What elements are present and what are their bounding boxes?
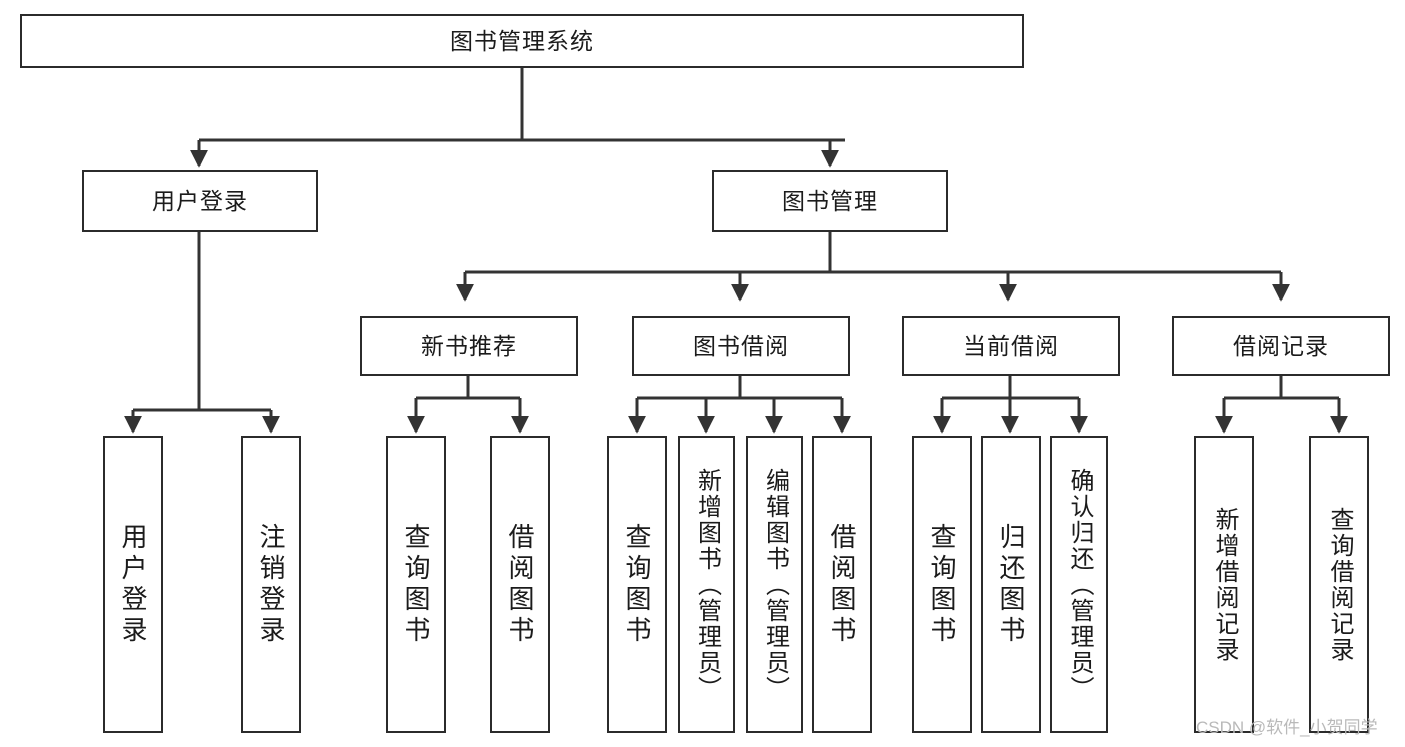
node-label: 借阅记录 (1233, 332, 1329, 359)
node-borrow-record[interactable]: 借阅记录 (1172, 316, 1390, 376)
leaf-add-book-admin[interactable]: 新增图书（管理员） (678, 436, 735, 733)
node-label: 图书借阅 (693, 332, 789, 359)
leaf-borrow-book-newbook[interactable]: 借阅图书 (490, 436, 550, 733)
leaf-return-book[interactable]: 归还图书 (981, 436, 1041, 733)
node-label: 当前借阅 (963, 332, 1059, 359)
node-label: 注销登录 (256, 522, 286, 647)
node-label: 图书管理 (782, 187, 878, 214)
node-label: 用户登录 (152, 187, 248, 214)
leaf-query-borrow-record[interactable]: 查询借阅记录 (1309, 436, 1369, 733)
node-label: 确认归还（管理员） (1066, 467, 1093, 702)
node-current-borrow[interactable]: 当前借阅 (902, 316, 1120, 376)
node-label: 用户登录 (118, 522, 148, 647)
node-label: 查询借阅记录 (1326, 506, 1353, 663)
leaf-query-book-current[interactable]: 查询图书 (912, 436, 972, 733)
leaf-borrow-book[interactable]: 借阅图书 (812, 436, 872, 733)
node-label: 编辑图书（管理员） (761, 467, 789, 702)
node-label: 借阅图书 (505, 522, 535, 647)
node-label: 借阅图书 (827, 522, 857, 647)
node-label: 图书管理系统 (450, 27, 594, 54)
leaf-query-book-borrow[interactable]: 查询图书 (607, 436, 667, 733)
leaf-user-login[interactable]: 用户登录 (103, 436, 163, 733)
leaf-confirm-return-admin[interactable]: 确认归还（管理员） (1050, 436, 1108, 733)
node-book-management[interactable]: 图书管理 (712, 170, 948, 232)
node-label: 新书推荐 (421, 332, 517, 359)
node-new-book-recommend[interactable]: 新书推荐 (360, 316, 578, 376)
leaf-query-book-newbook[interactable]: 查询图书 (386, 436, 446, 733)
csdn-watermark: CSDN @软件_小贺同学 (1196, 718, 1378, 737)
node-user-login[interactable]: 用户登录 (82, 170, 318, 232)
leaf-add-borrow-record[interactable]: 新增借阅记录 (1194, 436, 1254, 733)
node-label: 查询图书 (622, 522, 652, 647)
node-label: 新增图书（管理员） (693, 467, 721, 702)
node-label: 查询图书 (927, 522, 957, 647)
leaf-edit-book-admin[interactable]: 编辑图书（管理员） (746, 436, 803, 733)
node-label: 归还图书 (996, 522, 1026, 647)
leaf-logout[interactable]: 注销登录 (241, 436, 301, 733)
node-label: 新增借阅记录 (1211, 506, 1238, 663)
node-book-borrow[interactable]: 图书借阅 (632, 316, 850, 376)
node-root-book-management-system[interactable]: 图书管理系统 (20, 14, 1024, 68)
node-label: 查询图书 (401, 522, 431, 647)
